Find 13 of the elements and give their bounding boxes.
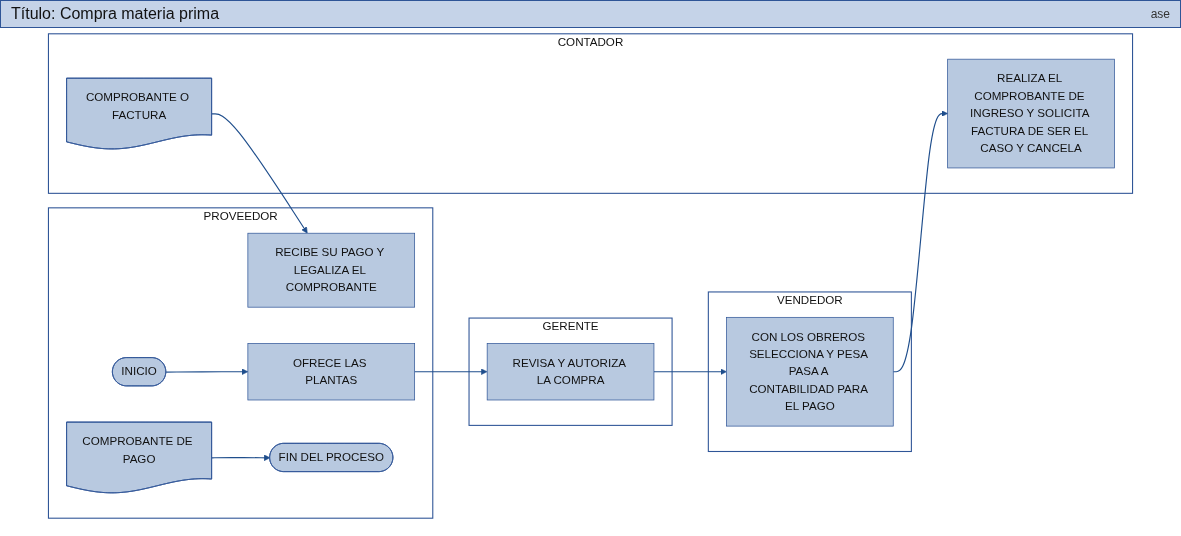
phase-label: ase	[1150, 7, 1170, 21]
arrow	[211, 454, 271, 461]
node-box: RECIBE SU PAGO Y LEGALIZA EL COMPROBANTE	[247, 232, 415, 308]
diagram-title: Título: Compra materia prima	[11, 5, 220, 23]
arrow	[165, 368, 249, 375]
arrow	[211, 113, 308, 234]
arrow	[892, 110, 948, 373]
arrow	[653, 368, 727, 375]
node-box: REVISA Y AUTORIZA LA COMPRA	[486, 343, 655, 401]
node-box: REALIZA EL COMPROBANTE DE INGRESO Y SOLICITA FACTURA DE SER EL CASO Y CANCELA	[947, 58, 1115, 169]
node-box: OFRECE LAS PLANTAS	[247, 343, 415, 401]
arrow	[414, 368, 488, 375]
node-box: CON LOS OBREROS SELECCIONA Y PESA PASA A CONTABILIDAD PARA EL PAGO	[726, 316, 894, 427]
